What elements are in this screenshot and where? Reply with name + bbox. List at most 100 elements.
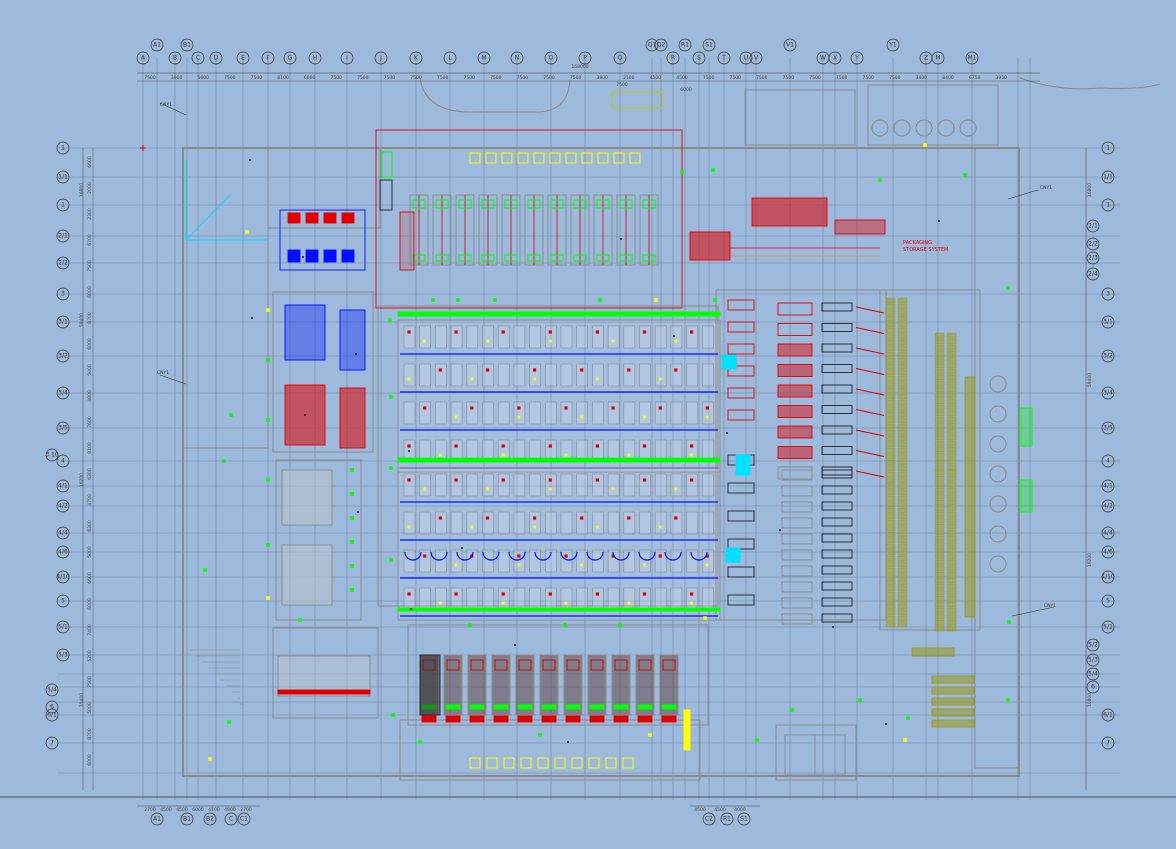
equipment-block (419, 654, 441, 716)
equipment-block (897, 525, 908, 532)
equipment-block (897, 339, 908, 346)
grid-bubble-circle (56, 570, 70, 584)
equipment-block (686, 549, 698, 573)
grid-bubble-circle (645, 38, 659, 52)
dimension-value: 16200 (79, 473, 85, 487)
grid-bubble: 4/2 (56, 499, 70, 513)
equipment-block (946, 469, 957, 476)
dimension-value: 8400 (942, 75, 954, 81)
equipment-block (885, 501, 896, 508)
equipment-block (777, 384, 813, 398)
grid-bubble: 1/1 (1101, 170, 1115, 184)
equipment-block (281, 469, 333, 526)
equipment-block (701, 587, 714, 611)
equipment-block (727, 299, 755, 311)
equipment-block (613, 715, 629, 723)
grid-bubble-circle (1101, 526, 1115, 540)
chute (855, 429, 885, 437)
equipment-block (549, 152, 561, 164)
marker (595, 592, 599, 596)
equipment-block (897, 393, 908, 400)
grid-bubble: 3/2 (56, 349, 70, 363)
ref-dim-b: 6000 (680, 87, 692, 93)
equipment-block (533, 152, 545, 164)
grid-bubble: D (209, 51, 223, 65)
equipment-block (885, 531, 896, 538)
equipment-block (897, 345, 908, 352)
equipment-block (466, 325, 479, 349)
equipment-block (781, 613, 813, 625)
grid-bubble-circle (203, 812, 217, 826)
marker (611, 554, 615, 558)
equipment-block (885, 387, 896, 394)
equipment-block (777, 302, 813, 316)
equipment-block (934, 440, 945, 447)
grid-bubble-label: 5/4 (1088, 671, 1098, 678)
dimension-value: 4100 (208, 807, 220, 813)
grid-bubble-label: 4/1 (58, 483, 68, 490)
grid-bubble-label: 2/1 (58, 233, 68, 240)
grid-bubble-label: 3 (1106, 291, 1110, 298)
equipment-block (435, 199, 449, 209)
road-curve (1019, 77, 1161, 90)
equipment-block (560, 549, 573, 573)
equipment-block (565, 715, 581, 723)
grid-bubble: E (236, 51, 250, 65)
equipment-block (946, 404, 957, 411)
equipment-block (638, 659, 652, 671)
equipment-block (497, 549, 510, 573)
marker (963, 173, 967, 177)
equipment-block (607, 549, 620, 573)
equipment-block (946, 607, 957, 614)
equipment-block (686, 401, 698, 425)
grid-bubble-label: 3/4 (58, 390, 68, 397)
equipment-block (934, 517, 945, 524)
equipment-block (399, 211, 415, 271)
equipment-block (885, 333, 896, 340)
dimension-value: 5200 (87, 650, 93, 662)
equipment-block (934, 475, 945, 482)
marker (564, 554, 568, 558)
equipment-block (518, 659, 532, 671)
equipment-block (466, 549, 479, 573)
grid-bubble: R1 (678, 38, 692, 52)
marker (938, 220, 940, 222)
equipment-block (639, 363, 651, 387)
equipment-block (482, 473, 494, 497)
grid-bubble-circle (1101, 349, 1115, 363)
equipment-block (287, 212, 301, 224)
grid-bubble-label: 5/1 (1103, 624, 1113, 631)
equipment-block (686, 511, 698, 535)
grid-bubble: 4/10 (1101, 570, 1115, 584)
equipment-block (527, 199, 541, 209)
equipment-block (897, 363, 908, 370)
marker (711, 168, 715, 172)
equipment-block (613, 704, 629, 710)
dimension-value: 3900 (171, 75, 183, 81)
equipment-block (537, 757, 549, 769)
grid-bubble-label: N (515, 55, 520, 62)
equipment-block (897, 369, 908, 376)
grid-bubble-label: D (214, 55, 219, 62)
equipment-block (931, 708, 975, 717)
wall (377, 305, 719, 607)
marker (389, 466, 393, 470)
equipment-block (934, 374, 945, 381)
coil (482, 551, 500, 561)
equipment-block (897, 531, 908, 538)
equipment-block (637, 715, 653, 723)
marker (885, 723, 887, 725)
equipment-block (1019, 479, 1033, 513)
dimension-value: 168000 (571, 64, 588, 70)
equipment-block (403, 511, 416, 535)
equipment-block (513, 511, 526, 535)
grid-bubble-circle (237, 812, 251, 826)
equipment-block (885, 519, 896, 526)
equipment-block (560, 363, 573, 387)
grid-bubble: B (168, 51, 182, 65)
wall (182, 147, 269, 449)
equipment-block (781, 597, 813, 609)
marker (423, 554, 427, 558)
equipment-block (305, 212, 319, 224)
